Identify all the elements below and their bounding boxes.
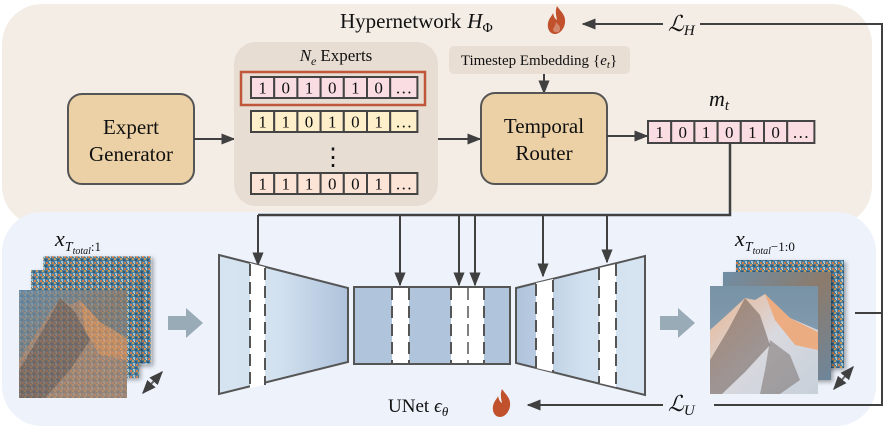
bit-value: 0 (305, 113, 314, 132)
noisy-image-1 (19, 290, 127, 398)
bit-value: … (395, 113, 412, 132)
bit-value: … (395, 79, 412, 98)
timestep-embedding-label: Timestep Embedding{et} (461, 53, 617, 71)
experts-ellipsis: ⋮ (321, 145, 345, 171)
bit-value: 1 (655, 123, 664, 142)
bit-value: 0 (351, 175, 360, 194)
bit-value: 1 (305, 175, 314, 194)
unet-bottleneck (353, 286, 511, 365)
temporal-router-box: Temporal Router (480, 92, 608, 185)
bit-value: 1 (258, 79, 267, 98)
scale-arrow-icon (833, 365, 854, 391)
bit-value: 1 (328, 113, 337, 132)
unet-decoder (515, 254, 646, 397)
encoder-masked-channel (250, 263, 265, 388)
selected-expert-highlight (239, 70, 427, 107)
loss-h-label: ℒH (668, 11, 696, 39)
bit-value: 1 (702, 123, 711, 142)
bit-value: 1 (374, 113, 383, 132)
bit-value: 0 (679, 123, 688, 142)
input-images-label: xTtotal:1 (54, 226, 101, 257)
bit-value: 1 (374, 175, 383, 194)
scale-arrow-icon (142, 370, 163, 395)
decoder-masked-channel-1 (536, 279, 553, 372)
bottleneck-masked-channel-1 (392, 288, 409, 363)
input-image-stack (19, 255, 163, 398)
bit-cell (389, 110, 419, 133)
decoder-masked-channel-2 (599, 264, 616, 387)
temporal-router-line2: Router (515, 141, 572, 165)
unet-encoder (218, 253, 349, 396)
output-image-stack (710, 260, 854, 394)
flame-icon (547, 6, 566, 34)
bit-value: 0 (771, 123, 780, 142)
bit-value: 1 (282, 113, 291, 132)
output-images-label: xTtotal−1:0 (734, 226, 795, 257)
bit-value: 0 (282, 79, 291, 98)
loss-h-line (700, 23, 883, 406)
flame-icon (492, 389, 511, 417)
loss-u-label: ℒU (668, 391, 696, 419)
bit-value: 0 (351, 113, 360, 132)
bit-value: 1 (258, 175, 267, 194)
mask-distribution-line (258, 144, 732, 217)
bit-value: 1 (351, 79, 360, 98)
bit-value: 1 (748, 123, 757, 142)
bit-cell (389, 76, 419, 99)
mask-label: mt (709, 86, 730, 114)
bit-value: 0 (725, 123, 734, 142)
bit-value: … (395, 175, 412, 194)
bit-value: 0 (374, 79, 383, 98)
bit-value: 1 (282, 175, 291, 194)
input-block-arrow (168, 308, 203, 338)
expert-generator-line1: Expert (103, 115, 159, 139)
output-image-1 (710, 286, 818, 394)
bit-value: … (792, 123, 809, 142)
temporal-router-line1: Temporal (504, 114, 584, 138)
expert-generator-line2: Generator (89, 142, 173, 166)
bit-cell (786, 120, 816, 144)
timestep-embedding-box (449, 46, 630, 74)
bit-value: 1 (305, 79, 314, 98)
output-block-arrow (660, 308, 695, 338)
bit-value: 1 (258, 113, 267, 132)
bit-value: 0 (328, 175, 337, 194)
bit-value: 0 (328, 79, 337, 98)
expert-generator-box: Expert Generator (67, 93, 195, 185)
bit-cell (389, 172, 419, 195)
